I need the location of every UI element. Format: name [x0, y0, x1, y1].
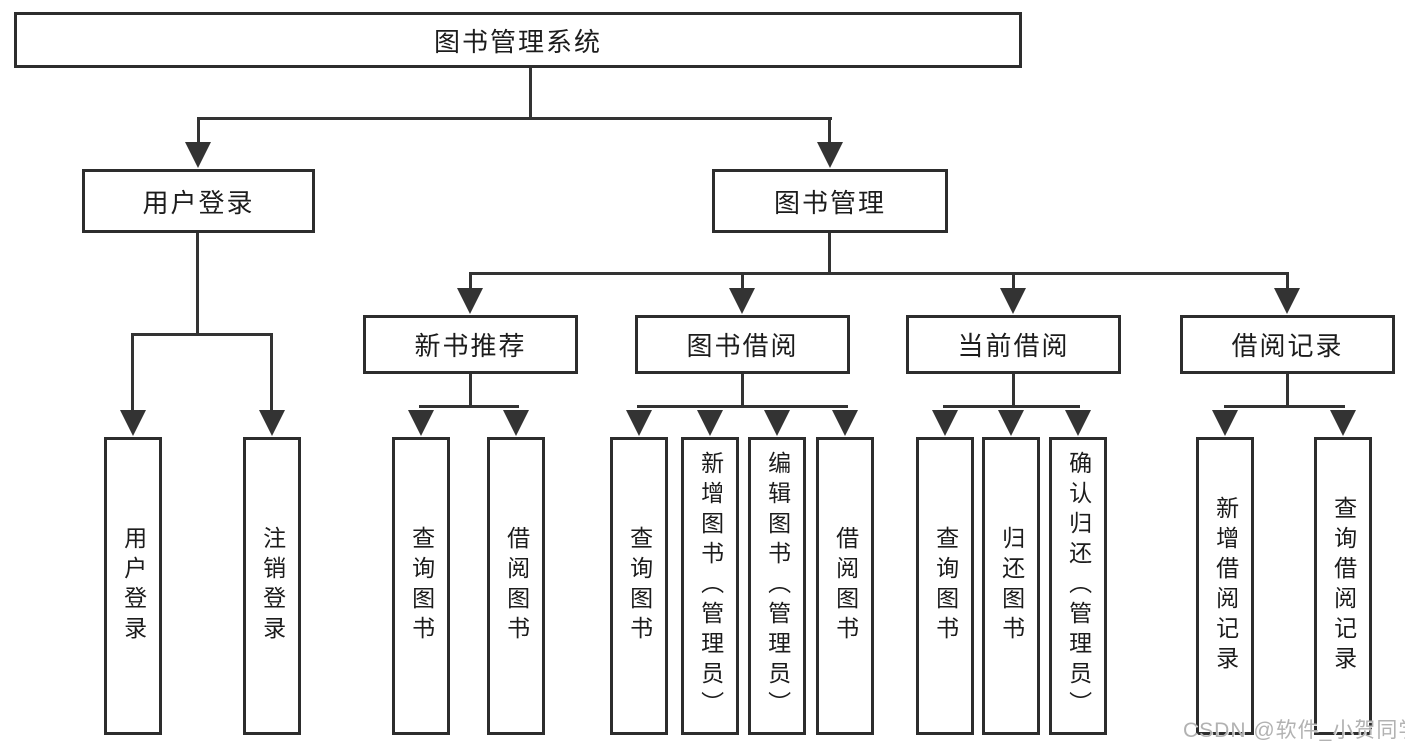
arrow-down-icon: [764, 410, 790, 436]
connector-book-mgmt-stem: [828, 233, 831, 272]
arrow-down-icon: [185, 142, 211, 168]
arrow-down-icon: [932, 410, 958, 436]
node-label: 查询借阅记录: [1330, 496, 1357, 676]
arrow-down-icon: [1274, 288, 1300, 314]
node-label: 图书管理系统: [433, 26, 602, 57]
node-label: 图书借阅: [686, 331, 799, 361]
leaf-query-books: 查询图书: [392, 437, 450, 735]
arrow-down-icon: [259, 410, 285, 436]
node-borrowing-records: 借阅记录: [1180, 315, 1395, 374]
node-library-system: 图书管理系统: [14, 12, 1022, 68]
node-label: 查询图书: [408, 526, 435, 646]
arrow-down-icon: [817, 142, 843, 168]
watermark-text: CSDN @软件_小贺同学: [1183, 719, 1405, 742]
leaf-return-book: 归还图书: [982, 437, 1040, 735]
connector-line: [741, 374, 744, 405]
node-label: 查询图书: [932, 526, 959, 646]
node-label: 查询图书: [626, 526, 653, 646]
leaf-add-borrow-record: 新增借阅记录: [1196, 437, 1254, 735]
node-label: 用户登录: [120, 526, 147, 646]
node-label: 图书管理: [773, 187, 886, 218]
node-label: 确认归还（管理员）: [1065, 451, 1092, 721]
leaf-add-book-admin: 新增图书（管理员）: [681, 437, 739, 735]
arrow-down-icon: [697, 410, 723, 436]
node-label: 借阅图书: [503, 526, 530, 646]
arrow-down-icon: [457, 288, 483, 314]
connector-level3-bar: [469, 272, 1289, 275]
node-label: 归还图书: [998, 526, 1025, 646]
connector-line: [270, 333, 273, 412]
arrow-down-icon: [729, 288, 755, 314]
connector-line: [419, 405, 519, 408]
leaf-query-books-3: 查询图书: [916, 437, 974, 735]
arrow-down-icon: [998, 410, 1024, 436]
node-label: 借阅记录: [1231, 331, 1344, 361]
leaf-query-borrow-record: 查询借阅记录: [1314, 437, 1372, 735]
leaf-borrow-books: 借阅图书: [487, 437, 545, 735]
arrow-down-icon: [1000, 288, 1026, 314]
node-label: 新增图书（管理员）: [697, 451, 724, 721]
arrow-down-icon: [120, 410, 146, 436]
connector-line: [1012, 374, 1015, 405]
leaf-borrow-books-2: 借阅图书: [816, 437, 874, 735]
connector-level1-bar: [197, 117, 832, 120]
connector-line: [131, 333, 134, 412]
node-label: 借阅图书: [832, 526, 859, 646]
connector-root-stem: [529, 68, 532, 117]
node-label: 新书推荐: [414, 331, 527, 361]
connector-line: [1224, 405, 1345, 408]
arrow-down-icon: [1065, 410, 1091, 436]
node-label: 编辑图书（管理员）: [764, 451, 791, 721]
node-label: 当前借阅: [957, 331, 1070, 361]
connector-line: [469, 374, 472, 405]
node-user-login-group: 用户登录: [82, 169, 315, 233]
node-book-management: 图书管理: [712, 169, 948, 233]
node-current-borrowing: 当前借阅: [906, 315, 1121, 374]
connector-line: [943, 405, 1080, 408]
connector-line: [637, 405, 848, 408]
node-new-book-recommend: 新书推荐: [363, 315, 578, 374]
connector-user-login-stem: [196, 233, 199, 335]
node-book-borrowing: 图书借阅: [635, 315, 850, 374]
arrow-down-icon: [626, 410, 652, 436]
leaf-query-books-2: 查询图书: [610, 437, 668, 735]
connector-line: [197, 117, 200, 144]
connector-line: [828, 117, 831, 144]
connector-line: [741, 272, 744, 289]
leaf-user-login: 用户登录: [104, 437, 162, 735]
arrow-down-icon: [503, 410, 529, 436]
leaf-confirm-return-admin: 确认归还（管理员）: [1049, 437, 1107, 735]
connector-user-login-bar: [131, 333, 273, 336]
connector-line: [1286, 374, 1289, 405]
leaf-logout: 注销登录: [243, 437, 301, 735]
connector-line: [469, 272, 472, 289]
node-label: 用户登录: [142, 187, 255, 218]
node-label: 注销登录: [259, 526, 286, 646]
arrow-down-icon: [408, 410, 434, 436]
arrow-down-icon: [1212, 410, 1238, 436]
node-label: 新增借阅记录: [1212, 496, 1239, 676]
connector-line: [1012, 272, 1015, 289]
leaf-edit-book-admin: 编辑图书（管理员）: [748, 437, 806, 735]
arrow-down-icon: [832, 410, 858, 436]
arrow-down-icon: [1330, 410, 1356, 436]
connector-line: [1286, 272, 1289, 289]
